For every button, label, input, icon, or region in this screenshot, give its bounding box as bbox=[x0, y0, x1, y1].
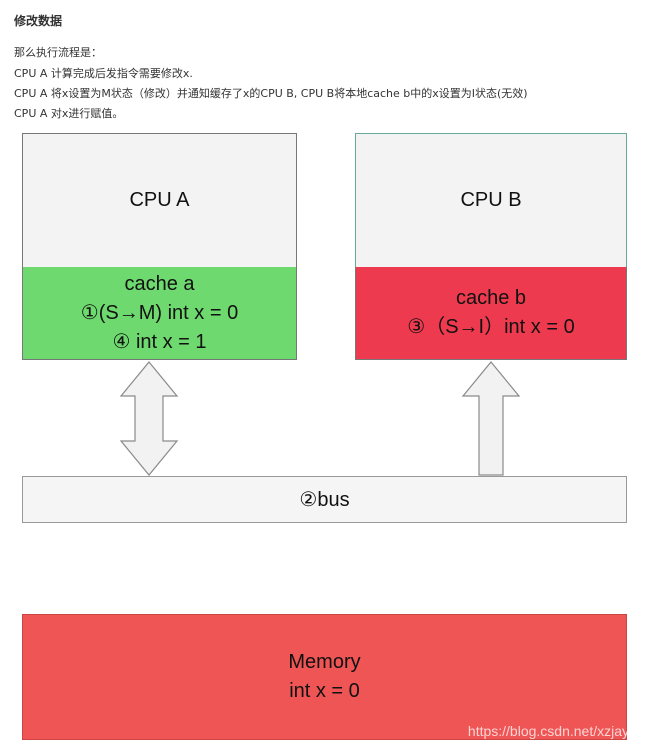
bus-label: ②bus bbox=[299, 489, 350, 511]
cpu-a-label: CPU A bbox=[129, 189, 190, 211]
cpu-b-box: CPU B bbox=[355, 133, 627, 267]
memory-box: Memory int x = 0 bbox=[22, 614, 627, 740]
cache-b-state: ③（S→I）int x = 0 bbox=[407, 316, 575, 338]
flow-intro: 那么执行流程是： bbox=[14, 46, 102, 59]
cache-b-box: cache b ③（S→I）int x = 0 bbox=[355, 267, 627, 360]
flow-step-1: CPU A 计算完成后发指令需要修改x. bbox=[14, 67, 193, 80]
cpu-b-label: CPU B bbox=[460, 189, 522, 211]
cache-b-label: cache b bbox=[455, 287, 527, 309]
cache-a-state-1: ①(S→M) int x = 0 bbox=[80, 301, 239, 324]
bus-box: ②bus bbox=[22, 476, 627, 523]
section-title: 修改数据 bbox=[14, 14, 63, 28]
watermark-text: https://blog.csdn.net/xzjayx bbox=[467, 723, 636, 739]
cache-a-box: cache a ①(S→M) int x = 0 ④ int x = 1 bbox=[22, 267, 297, 360]
cache-a-label: cache a bbox=[124, 272, 195, 295]
double-arrow-icon bbox=[119, 361, 179, 476]
cpu-a-box: CPU A bbox=[22, 133, 297, 267]
flow-step-3: CPU A 对x进行赋值。 bbox=[14, 107, 124, 120]
cache-a-state-2: ④ int x = 1 bbox=[112, 330, 207, 353]
memory-value: int x = 0 bbox=[289, 680, 360, 702]
up-arrow-icon bbox=[461, 361, 521, 476]
memory-label: Memory bbox=[288, 651, 361, 673]
flow-step-2: CPU A 将x设置为M状态（修改）并通知缓存了x的CPU B, CPU B将本… bbox=[14, 87, 528, 100]
